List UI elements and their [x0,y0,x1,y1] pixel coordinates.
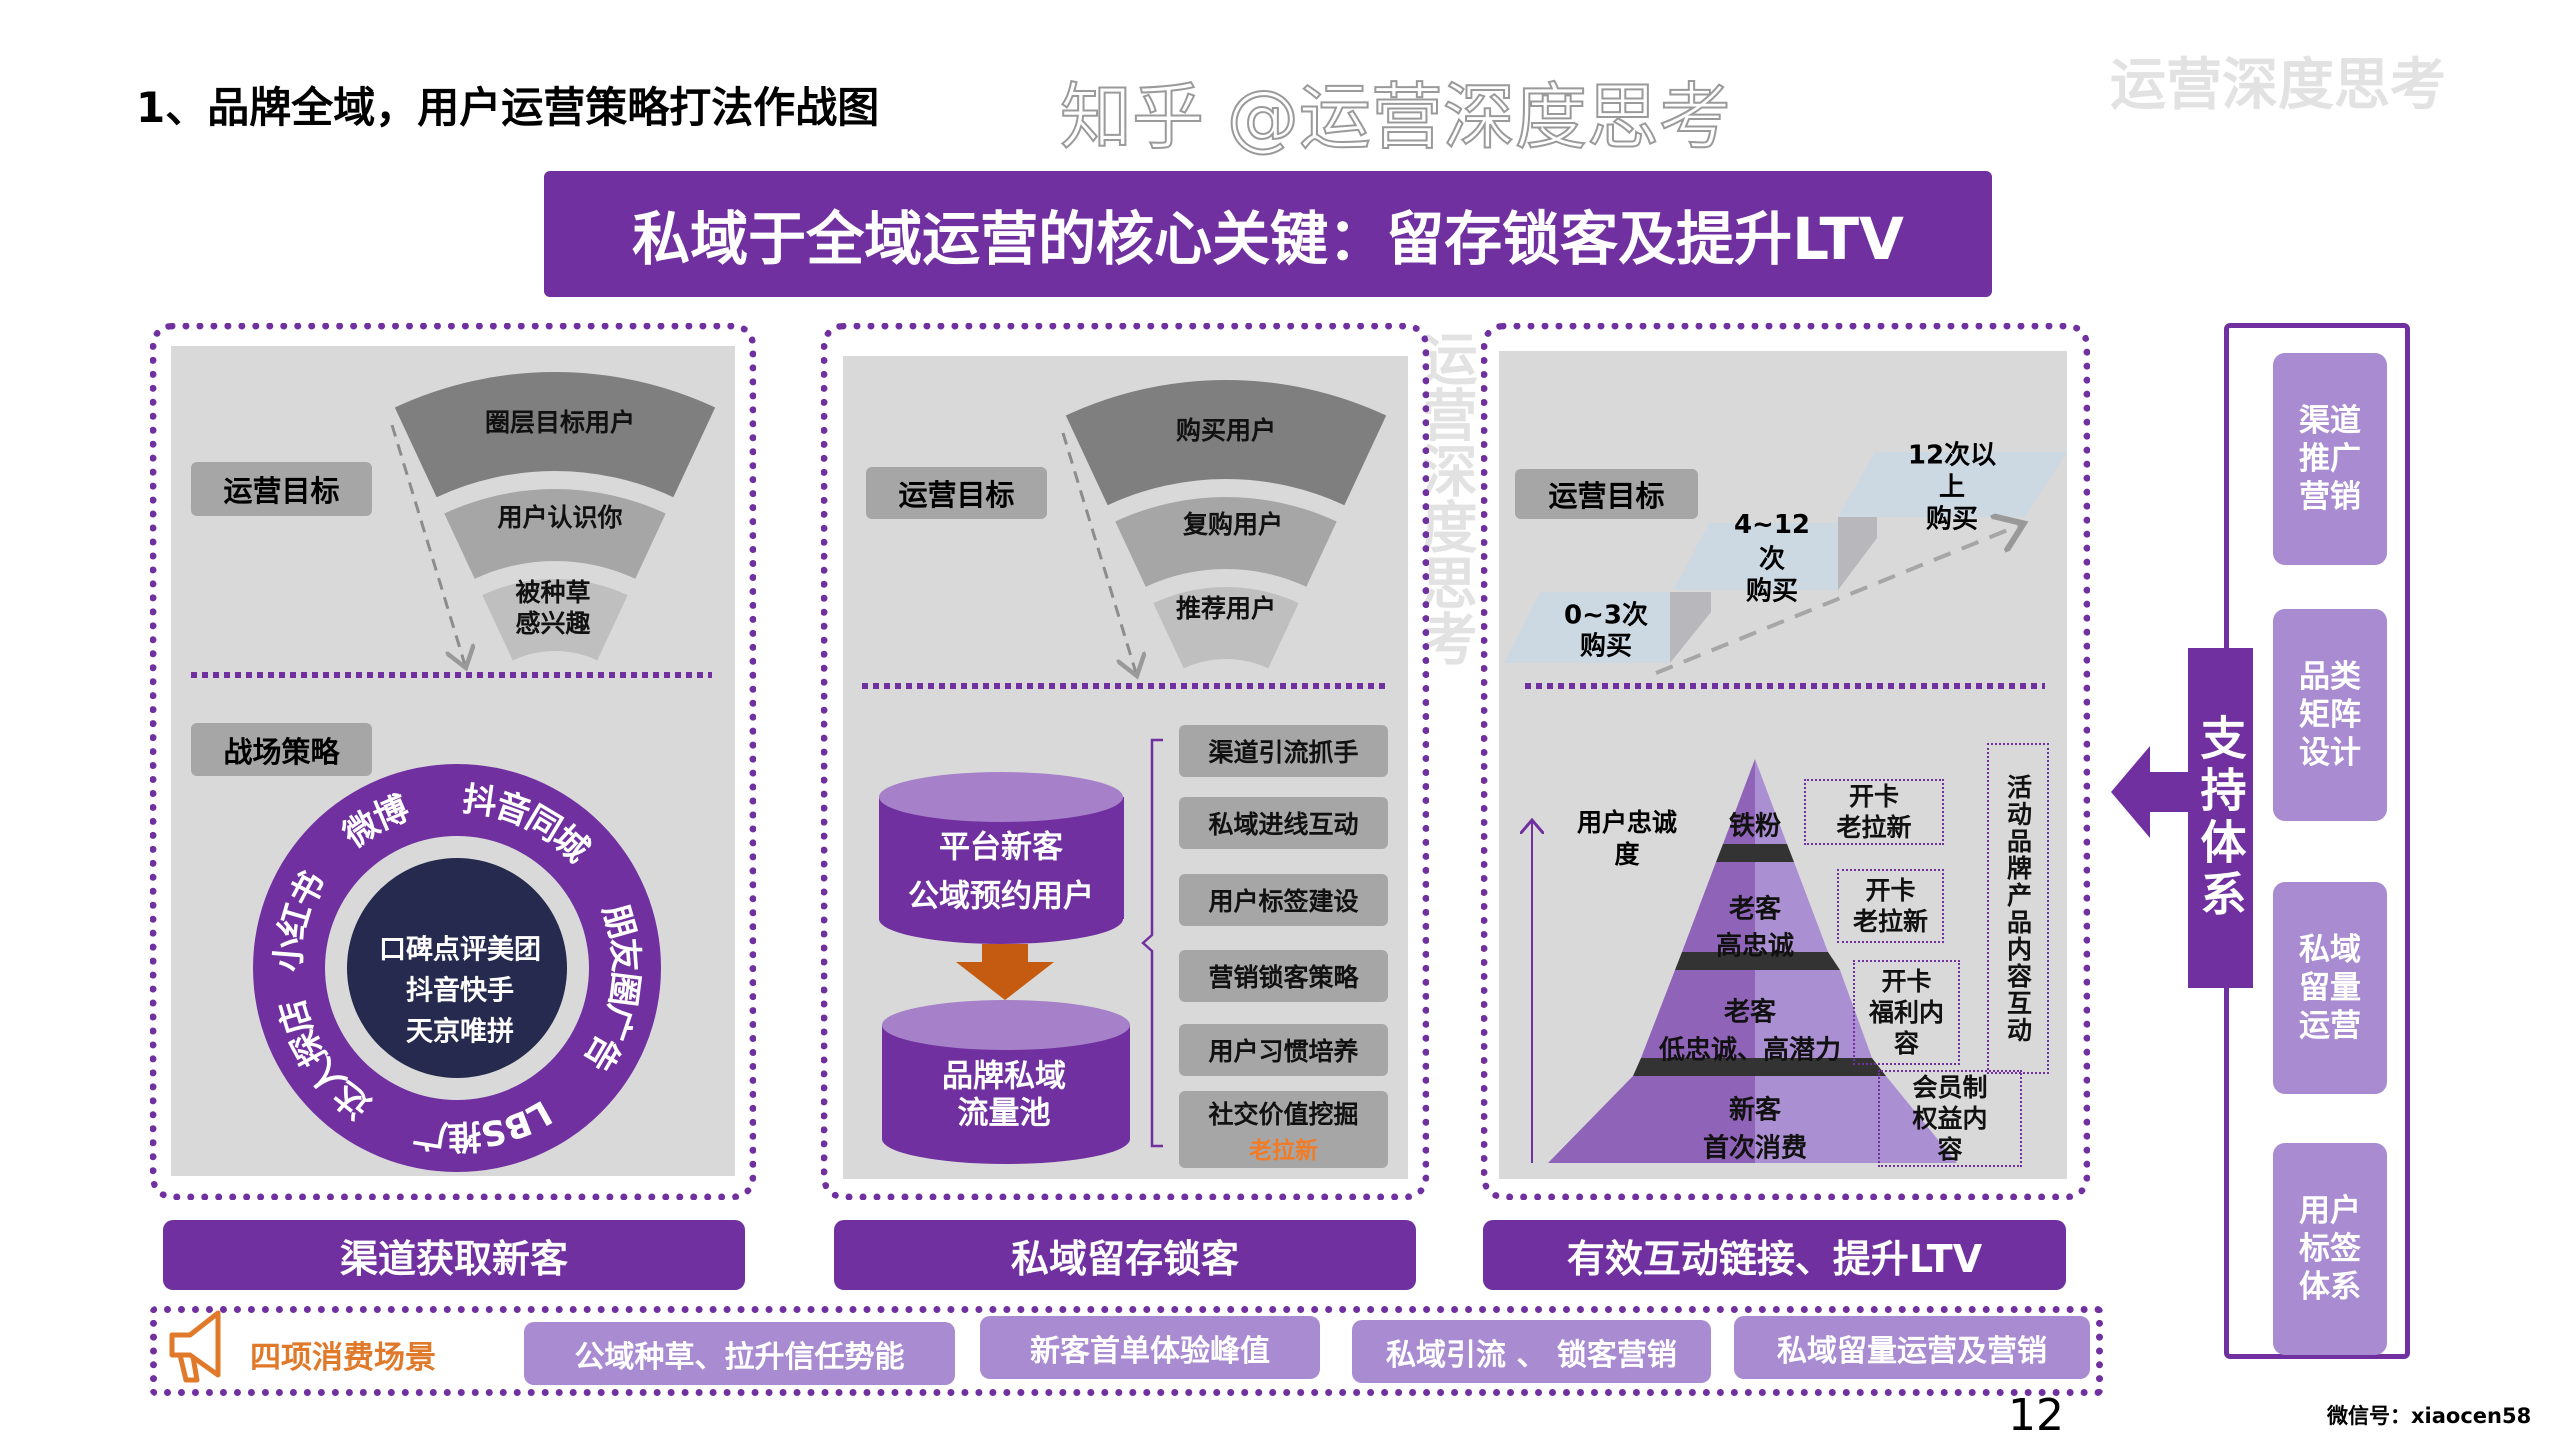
activity-note-vertical: 活动品牌产品内容互动 [1987,743,2049,1074]
pyramid-tier-label: 铁粉 [1728,811,1782,842]
funnel-band [444,489,666,579]
tier-note: 开卡福利内容 [1853,960,1960,1065]
loyalty-pyramid [1548,759,1957,1163]
funnel-label: 用户认识你 [497,503,623,532]
growth-arrow [1655,525,2020,675]
pyramid-tier-label: 首次消费 [1702,1133,1808,1164]
stair-label: 购买 [1745,576,1799,607]
left-arrow-icon [2111,746,2188,838]
scenario-bar [150,1306,2103,1396]
tactic-label: 用户标签建设 [1208,887,1359,916]
core-platforms-circle [347,858,567,1078]
loyalty-axis-label: 度 [1614,840,1640,869]
stairs [1504,452,2067,675]
panel-private-retention [821,323,1429,1200]
funnel-label: 复购用户 [1182,510,1284,539]
goal-label: 运营目标 [1515,469,1698,519]
pyramid-tier-label: 高忠诚 [1715,931,1795,962]
panel-ltv [1481,323,2090,1200]
down-arrow-icon [956,944,1054,1000]
funnel-label: 圈层目标用户 [484,408,636,437]
funnel-band [1153,587,1299,669]
tactic-item: 私域进线互动 [1179,797,1388,849]
scenario-item: 新客首单体验峰值 [980,1316,1320,1379]
cylinder-label: 平台新客 [939,829,1063,866]
funnel-band [1115,497,1337,587]
top-cylinder [879,772,1124,944]
loyalty-axis-label: 用户忠诚 [1576,808,1678,837]
cylinder-label: 公域预约用户 [908,878,1094,915]
panel-channel-acquisition [150,323,756,1200]
stair-label: 0~3次 [1564,600,1648,631]
core-platform: 天京唯拼 [406,1016,514,1048]
funnel-label: 被种草 [515,578,591,607]
funnel-label: 推荐用户 [1175,594,1277,623]
tactic-item: 用户习惯培养 [1179,1024,1388,1076]
funnel-arrow [1061,432,1136,673]
support-system-title: 支持体系 [2188,648,2253,988]
pyramid-tier-label: 老客 [1723,997,1777,1028]
funnel-chart [1061,380,1387,673]
core-platform: 口碑点评美团 [379,934,541,966]
pyramid-tier-label: 新客 [1728,1095,1782,1126]
tactic-item: 社交价值挖掘老拉新 [1179,1091,1388,1168]
stage-label-acquisition: 渠道获取新客 [163,1220,745,1290]
funnel-label: 感兴趣 [515,609,591,638]
scenario-title: 四项消费场景 [250,1340,436,1376]
tactic-highlight: 老拉新 [1249,1137,1318,1164]
tier-note: 会员制权益内容 [1878,1070,2022,1167]
cylinder-label: 流量池 [957,1095,1051,1132]
funnel-label: 购买用户 [1175,416,1277,445]
tier-note: 开卡老拉新 [1804,779,1944,845]
support-item: 品类矩阵设计 [2273,609,2387,821]
tier-note: 开卡老拉新 [1837,869,1944,943]
zhihu-watermark: 知乎 @运营深度思考 [1059,74,1732,160]
strategy-label: 战场策略 [191,723,372,776]
funnel-band [394,372,716,498]
scenario-item: 私域引流 、 锁客营销 [1352,1320,1711,1383]
goal-label: 运营目标 [191,462,372,516]
page-number: 12 [2008,1390,2064,1441]
bracket [1141,738,1163,1148]
bottom-cylinder [882,1000,1130,1164]
tactic-item: 营销锁客策略 [1179,950,1388,1002]
tactic-label: 营销锁客策略 [1208,963,1359,992]
page-title: 1、品牌全域，用户运营策略打法作战图 [136,83,880,132]
cylinder-label: 品牌私域 [942,1058,1066,1095]
core-platform: 抖音快手 [406,975,514,1007]
support-item: 渠道推广营销 [2273,353,2387,565]
tactic-label: 社交价值挖掘 [1208,1099,1359,1129]
stair-label: 4~12 [1733,510,1811,540]
banner-title: 私域于全域运营的核心关键：留存锁客及提升LTV [544,171,1992,297]
tactic-label: 渠道引流抓手 [1208,738,1359,767]
tactic-item: 用户标签建设 [1179,874,1388,926]
stair-label: 12次以 [1907,440,1997,471]
support-item: 用户标签体系 [2273,1143,2387,1355]
tactic-label: 私域进线互动 [1208,810,1359,839]
tactic-label: 用户习惯培养 [1208,1037,1359,1066]
funnel-chart [390,372,716,665]
wechat-id: 微信号：xiaocen58 [2327,1404,2532,1428]
scenario-item: 私域留量运营及营销 [1734,1316,2090,1379]
megaphone-icon [169,1310,221,1383]
stage-label-ltv: 有效互动链接、提升LTV [1483,1220,2066,1290]
scenario-item: 公域种草、拉升信任势能 [524,1322,955,1385]
funnel-band [1065,380,1387,506]
pyramid-tier-label: 老客 [1728,894,1782,925]
tactic-item: 渠道引流抓手 [1179,725,1388,777]
stair-label: 购买 [1579,631,1633,662]
stair-label: 购买 [1925,504,1979,535]
stage-label-retention: 私域留存锁客 [834,1220,1416,1290]
funnel-band [482,579,628,661]
stair-label: 上 [1938,472,1966,503]
stair-label: 次 [1758,544,1786,575]
funnel-arrow [390,424,465,665]
goal-label: 运营目标 [866,467,1047,519]
pyramid-tier-label: 低忠诚、高潜力 [1658,1035,1842,1066]
support-item: 私域留量运营 [2273,882,2387,1094]
